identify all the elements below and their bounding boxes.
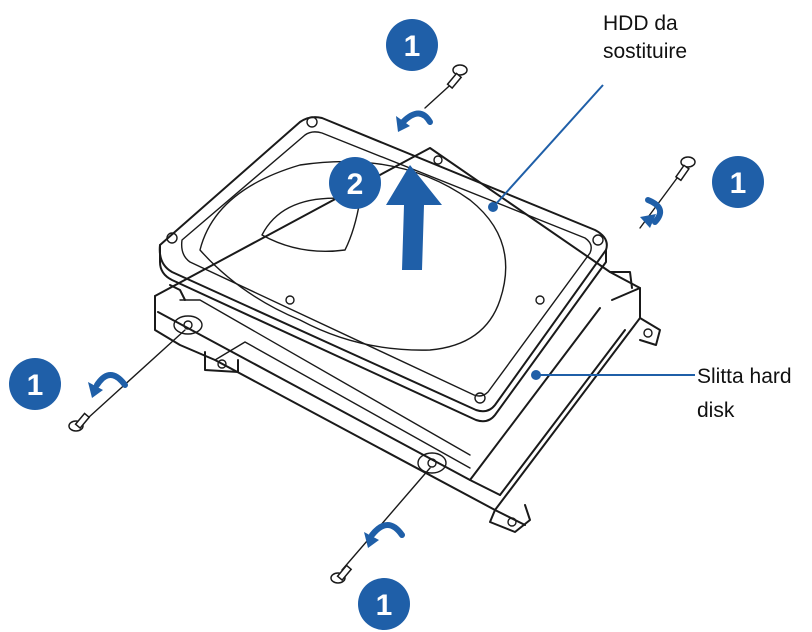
hdd-label-line1: HDD da: [603, 12, 678, 35]
lift-arrow: [386, 165, 442, 270]
caddy-label-line1: Slitta hard: [697, 365, 792, 388]
step-badge-top-text: 1: [404, 30, 421, 63]
rotation-arrow-left-icon: [88, 372, 128, 398]
step-badge-lift-text: 2: [347, 168, 364, 201]
screw-bottom: [330, 467, 431, 584]
hdd-caddy: [154, 147, 661, 533]
step-badge-left-text: 1: [27, 369, 44, 402]
hdd-label-line2: sostituire: [603, 40, 687, 63]
leader-hdd: [488, 84, 604, 212]
step-badge-lift: 2: [329, 157, 381, 209]
caddy-label-line2: disk: [697, 399, 735, 422]
step-badge-top: 1: [386, 19, 438, 71]
step-badge-right-text: 1: [730, 167, 747, 200]
rotation-arrow-top-icon: [396, 110, 433, 132]
step-badge-bottom-text: 1: [376, 589, 393, 622]
step-badge-bottom: 1: [358, 578, 410, 630]
leader-caddy: [531, 370, 695, 380]
screw-left: [68, 329, 186, 432]
rotation-arrow-right-icon: [640, 197, 664, 228]
screw-top: [424, 64, 468, 109]
rotation-arrow-bottom-icon: [364, 522, 405, 548]
step-badge-right: 1: [712, 156, 764, 208]
step-badge-left: 1: [9, 358, 61, 410]
hdd-drive: [158, 116, 608, 423]
